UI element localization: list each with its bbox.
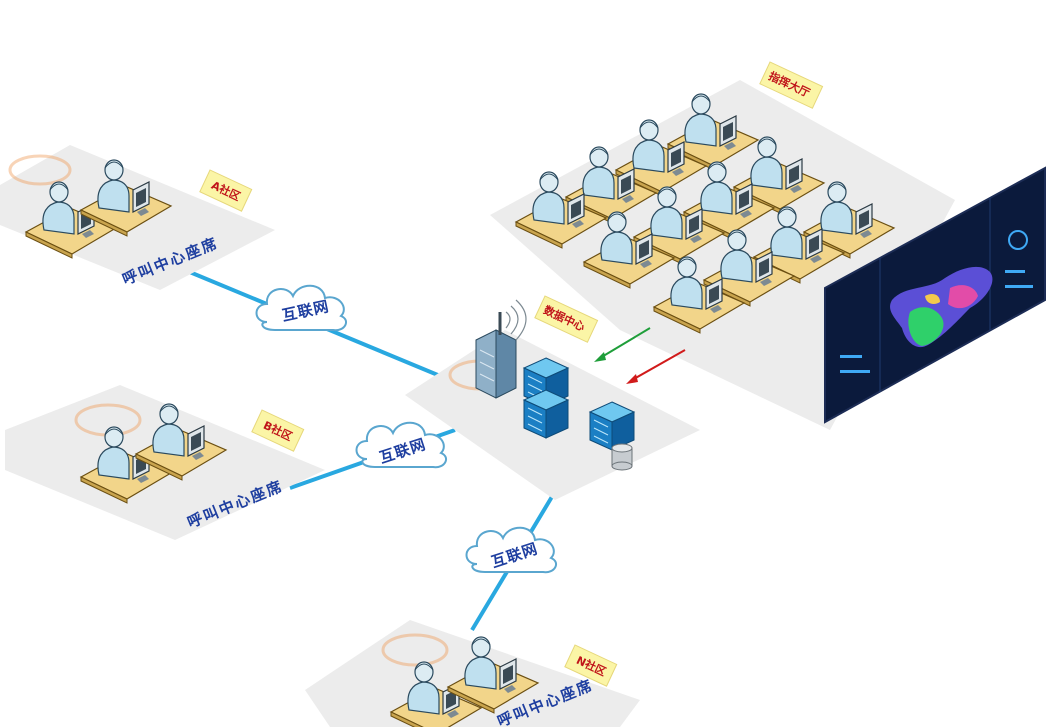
server-rack-icon — [589, 401, 635, 451]
cell-tower-icon — [498, 299, 527, 341]
internet-cloud-n: 互联网 — [465, 526, 558, 574]
tag-community-b: B社区 — [251, 409, 305, 452]
green-arrow — [599, 327, 651, 359]
data-center-node: 数据中心 — [475, 295, 635, 471]
database-icon — [611, 443, 633, 471]
red-arrow — [631, 349, 686, 381]
server-rack-icon — [523, 389, 569, 439]
internet-cloud-a: 互联网 — [255, 284, 348, 332]
display-wall-icon — [824, 166, 1046, 424]
office-building-icon — [475, 329, 517, 399]
tag-data-center: 数据中心 — [534, 295, 599, 343]
tag-community-a: A社区 — [199, 169, 253, 212]
internet-cloud-b: 互联网 — [355, 421, 448, 469]
flow-arrows — [594, 327, 686, 384]
